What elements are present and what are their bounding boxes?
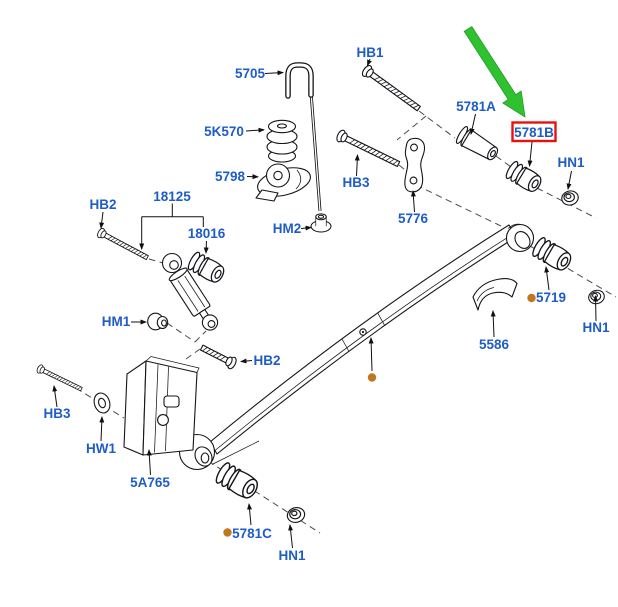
leader-lines	[52, 58, 599, 549]
nut-hn1-right-drawing	[586, 288, 607, 306]
part-drawings	[35, 62, 607, 525]
shock-absorber-18125-drawing	[161, 252, 219, 331]
pin-5781a-drawing	[454, 124, 502, 165]
part-label-hb3-top[interactable]: HB3	[342, 175, 369, 190]
green-pointer-arrow	[463, 26, 526, 118]
bushing-5781c-drawing	[213, 460, 262, 503]
part-label-hb1-top[interactable]: HB1	[356, 45, 383, 60]
part-label-5776[interactable]: 5776	[398, 211, 429, 226]
nut-hn1-top-drawing	[559, 188, 581, 208]
orange-dot-spring	[367, 373, 377, 382]
part-label-hw1[interactable]: HW1	[86, 441, 116, 456]
part-label-5a765[interactable]: 5A765	[130, 475, 170, 490]
nut-hm2-drawing	[310, 213, 332, 233]
part-label-hn1-right[interactable]: HN1	[582, 320, 609, 335]
nut-hm1-drawing	[147, 312, 169, 331]
bolt-hb3-top-drawing	[334, 128, 402, 171]
part-label-hb3-bottom[interactable]: HB3	[43, 406, 70, 421]
part-labels: HB1 5705 5K570 5798 HB3 5776 HM2 5781A 5…	[43, 45, 609, 563]
annotations	[223, 26, 557, 537]
part-label-hm1[interactable]: HM1	[102, 314, 131, 329]
part-label-5798[interactable]: 5798	[215, 169, 246, 184]
leaf-spring-drawing	[178, 223, 535, 471]
part-label-hb2-top[interactable]: HB2	[89, 197, 116, 212]
link-5705-drawing	[285, 62, 322, 212]
part-label-hm2[interactable]: HM2	[273, 221, 302, 236]
part-label-18016[interactable]: 18016	[188, 226, 226, 241]
part-label-5586[interactable]: 5586	[479, 337, 510, 352]
bump-stop-5k570-drawing	[266, 119, 298, 163]
bracket-5a765-drawing	[123, 356, 200, 456]
part-label-hn1-top[interactable]: HN1	[557, 155, 584, 170]
part-label-hn1-bottom[interactable]: HN1	[278, 548, 305, 563]
part-label-5705[interactable]: 5705	[235, 66, 266, 81]
bolt-hb1-drawing	[360, 63, 423, 115]
part-label-5781a[interactable]: 5781A	[456, 99, 496, 114]
part-label-5781c[interactable]: 5781C	[232, 526, 272, 541]
bolt-hb2-bottom-drawing	[198, 341, 239, 371]
bushing-5719-drawing	[529, 235, 575, 274]
orange-dot-5719	[527, 293, 536, 303]
part-label-18125[interactable]: 18125	[153, 189, 191, 204]
part-label-hb2-bottom[interactable]: HB2	[253, 353, 280, 368]
nut-hn1-bottom-drawing	[285, 505, 307, 525]
pad-5586-drawing	[472, 278, 518, 311]
bolt-hb3-bottom-drawing	[35, 363, 84, 394]
highlight-box-5781b	[511, 121, 557, 143]
washer-hw1-drawing	[93, 392, 111, 414]
part-label-5719[interactable]: 5719	[536, 290, 566, 305]
spring-seat-5798-drawing	[255, 163, 311, 202]
part-label-5k570[interactable]: 5K570	[204, 124, 244, 139]
bushing-5781b-drawing	[503, 159, 545, 196]
part-label-5781b[interactable]: 5781B	[514, 125, 554, 140]
orange-dot-5781c	[223, 528, 232, 537]
bracket-5776-drawing	[404, 137, 426, 193]
